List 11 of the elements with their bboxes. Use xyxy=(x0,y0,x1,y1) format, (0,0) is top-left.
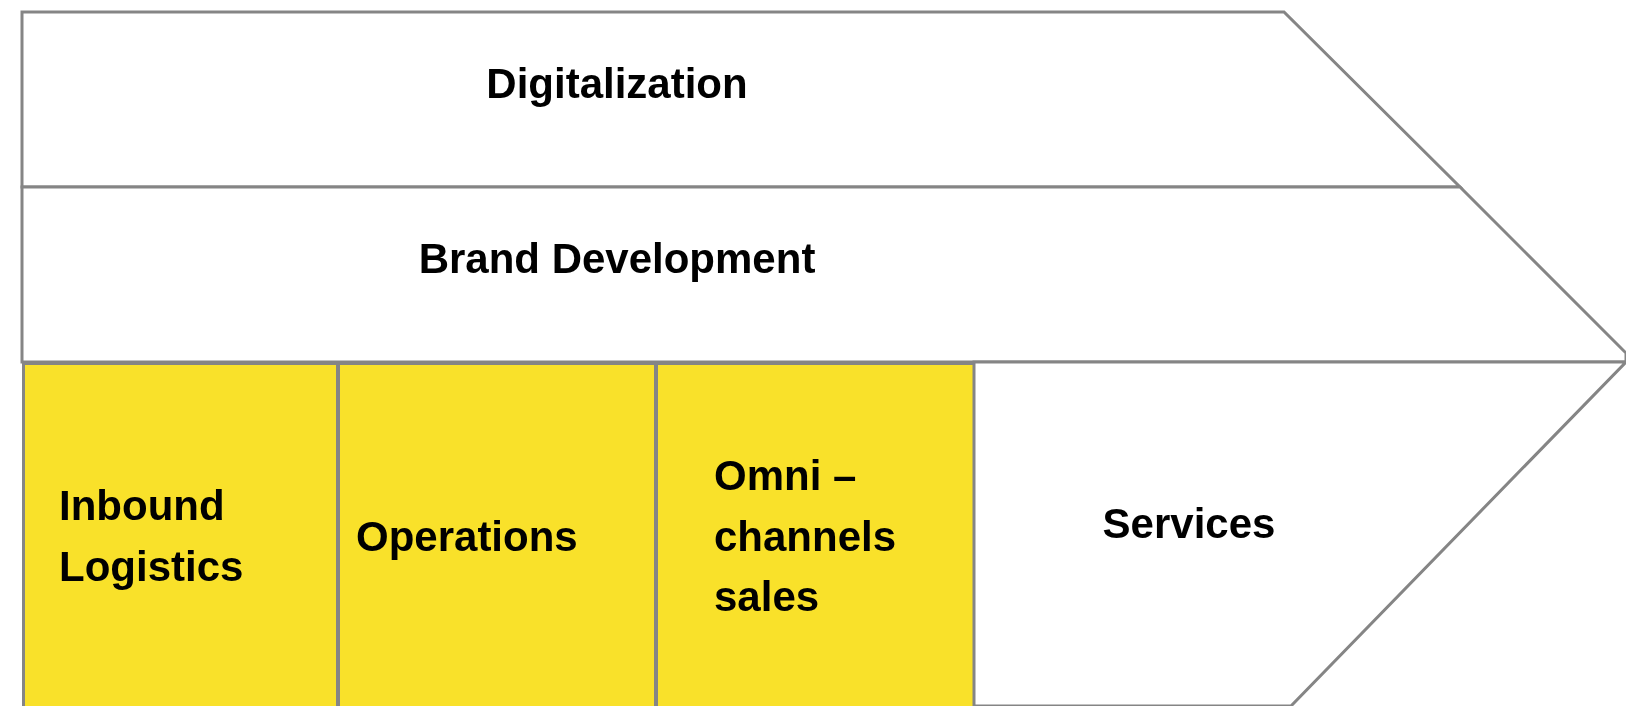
activity-box xyxy=(337,362,657,706)
activity-box xyxy=(655,362,976,706)
chevron-band xyxy=(974,362,1626,706)
activity-box xyxy=(22,362,339,706)
stage-label: Services xyxy=(1101,499,1277,549)
stage-label: Operations xyxy=(356,511,578,562)
stage-label: Digitalization xyxy=(485,59,749,109)
stage-label: Omni – channels sales xyxy=(714,450,898,623)
stage-label: Brand Development xyxy=(417,234,817,284)
chevron-band xyxy=(22,187,1626,362)
stage-label: Inbound Logistics xyxy=(59,481,245,592)
